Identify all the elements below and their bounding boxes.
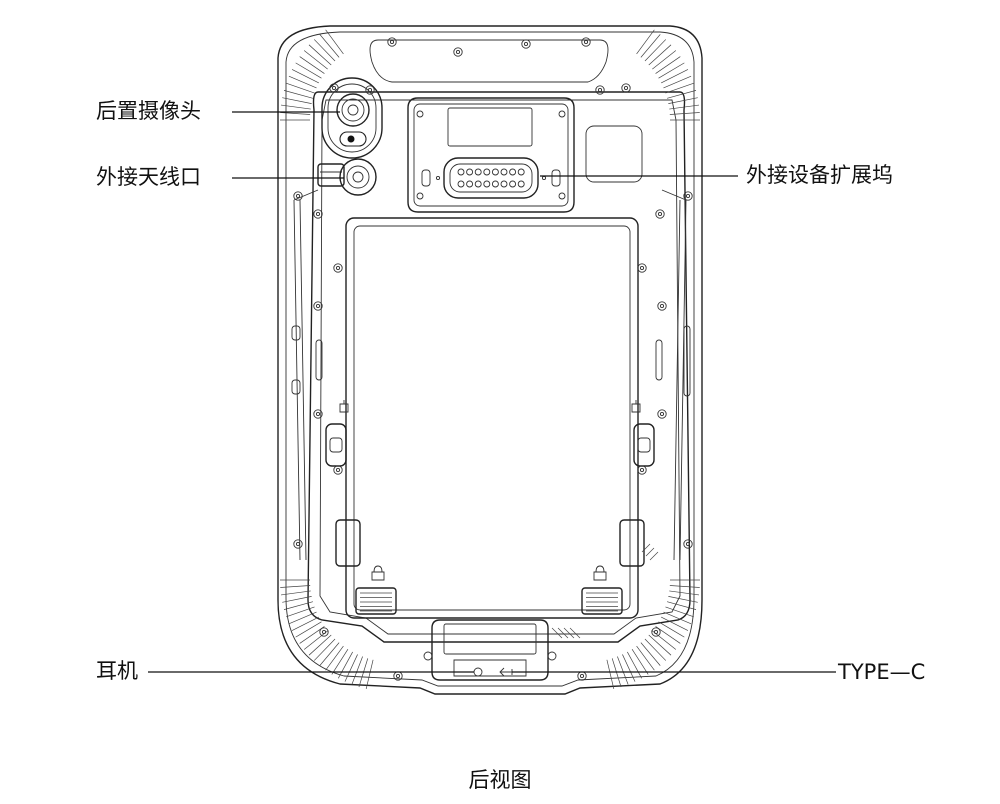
dock-pin — [474, 180, 482, 188]
screw — [365, 85, 375, 95]
left-rail — [293, 189, 319, 561]
label-expansion-dock: 外接设备扩展坞 — [746, 163, 893, 187]
dock-pin — [517, 168, 525, 176]
label-type-c: TYPE—C — [838, 660, 926, 684]
dock-pin — [500, 168, 508, 176]
tablet-inner-outline — [285, 31, 695, 687]
screw — [329, 83, 339, 93]
dock-pin — [483, 180, 491, 188]
rear-camera-assembly — [321, 77, 383, 159]
dock-pin — [474, 168, 482, 176]
screw — [313, 301, 323, 311]
dock-pin — [466, 180, 474, 188]
dock-pin — [509, 180, 517, 188]
label-rear-camera: 后置摄像头 — [96, 99, 201, 123]
dock-pin — [509, 168, 517, 176]
screw — [683, 539, 693, 549]
top-band — [369, 39, 609, 83]
tablet-outer-body — [277, 25, 703, 695]
dock-pin — [491, 180, 499, 188]
screw — [387, 37, 397, 47]
screw — [595, 85, 605, 95]
dock-pin — [483, 168, 491, 176]
dock-pin — [491, 168, 499, 176]
screw — [453, 47, 463, 57]
dock-pins — [457, 168, 525, 188]
dock-pin — [466, 168, 474, 176]
dock-pin — [500, 180, 508, 188]
corner-bumpers — [280, 29, 700, 690]
right-rail — [661, 189, 687, 561]
frame-inner — [319, 99, 681, 635]
label-earphone: 耳机 — [96, 659, 138, 683]
screw — [319, 627, 329, 637]
bottom-port-module — [423, 619, 581, 681]
dock-pin — [457, 168, 465, 176]
bumper-top-right — [636, 29, 700, 121]
battery-cover — [345, 217, 639, 619]
screws — [293, 37, 693, 681]
screw — [657, 409, 667, 419]
screw — [637, 263, 647, 273]
dock-pin — [457, 180, 465, 188]
screw — [581, 37, 591, 47]
screw — [683, 191, 693, 201]
screw — [577, 671, 587, 681]
screw — [657, 301, 667, 311]
main-frame — [307, 91, 691, 643]
screw — [333, 263, 343, 273]
screw — [293, 191, 303, 201]
leader-lines — [148, 111, 836, 673]
blank-pad — [585, 125, 643, 183]
screw — [651, 627, 661, 637]
screw — [655, 209, 665, 219]
bumper-bottom-left — [280, 579, 374, 690]
screw — [293, 539, 303, 549]
screw — [521, 39, 531, 49]
expansion-dock-panel — [407, 97, 575, 213]
external-antenna-port — [317, 158, 377, 196]
label-external-antenna: 外接天线口 — [96, 165, 201, 189]
dock-pin — [517, 180, 525, 188]
figure-caption: 后视图 — [468, 768, 532, 792]
screw — [621, 83, 631, 93]
bumper-top-left — [280, 29, 344, 121]
screw — [313, 209, 323, 219]
battery-latches — [355, 565, 623, 615]
screw — [313, 409, 323, 419]
screw — [637, 465, 647, 475]
screw — [333, 465, 343, 475]
